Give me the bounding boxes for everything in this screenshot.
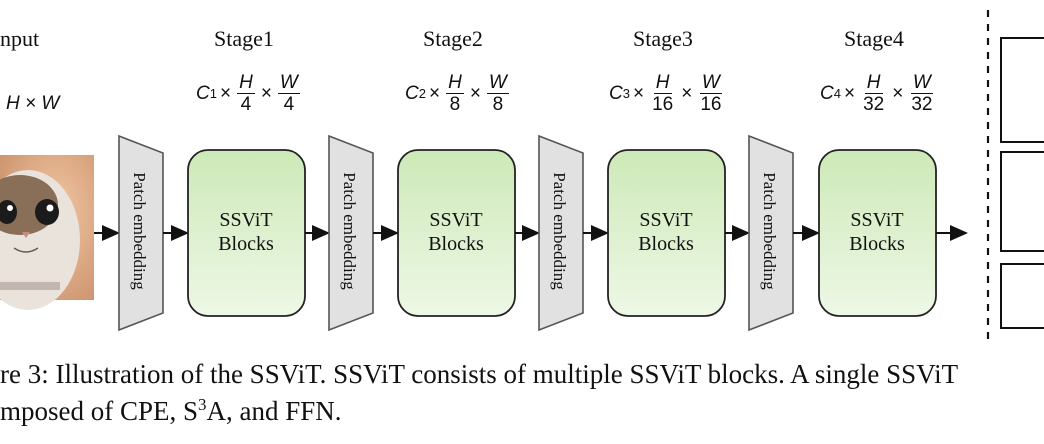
patch-embedding-label-1: Patch embedding xyxy=(130,172,149,290)
patch-embedding-label-2: Patch embedding xyxy=(340,172,359,290)
patch-embedding-2 xyxy=(328,134,374,332)
patch-embedding-label-4: Patch embedding xyxy=(760,172,779,290)
input-label: nput xyxy=(0,26,40,51)
right-box-3 xyxy=(1000,263,1044,329)
stage-title-3: Stage3 xyxy=(633,26,693,51)
input-image xyxy=(0,155,94,310)
flow-layer xyxy=(94,134,968,332)
stage-title-2: Stage2 xyxy=(423,26,483,51)
stage-title-4: Stage4 xyxy=(844,26,904,51)
patch-embedding-1 xyxy=(118,134,164,332)
patch-embedding-4 xyxy=(748,134,794,332)
caption-line-1: re 3: Illustration of the SSViT. SSViT c… xyxy=(0,359,959,389)
input-dims: H × W xyxy=(6,93,60,114)
patch-embedding-label-3: Patch embedding xyxy=(550,172,569,290)
right-box-2 xyxy=(1000,151,1044,252)
patch-embedding-3 xyxy=(538,134,584,332)
stage-title-1: Stage1 xyxy=(214,26,274,51)
caption-line-2: mposed of CPE, S3A, and FFN. xyxy=(0,395,342,426)
right-box-1 xyxy=(1000,37,1044,143)
